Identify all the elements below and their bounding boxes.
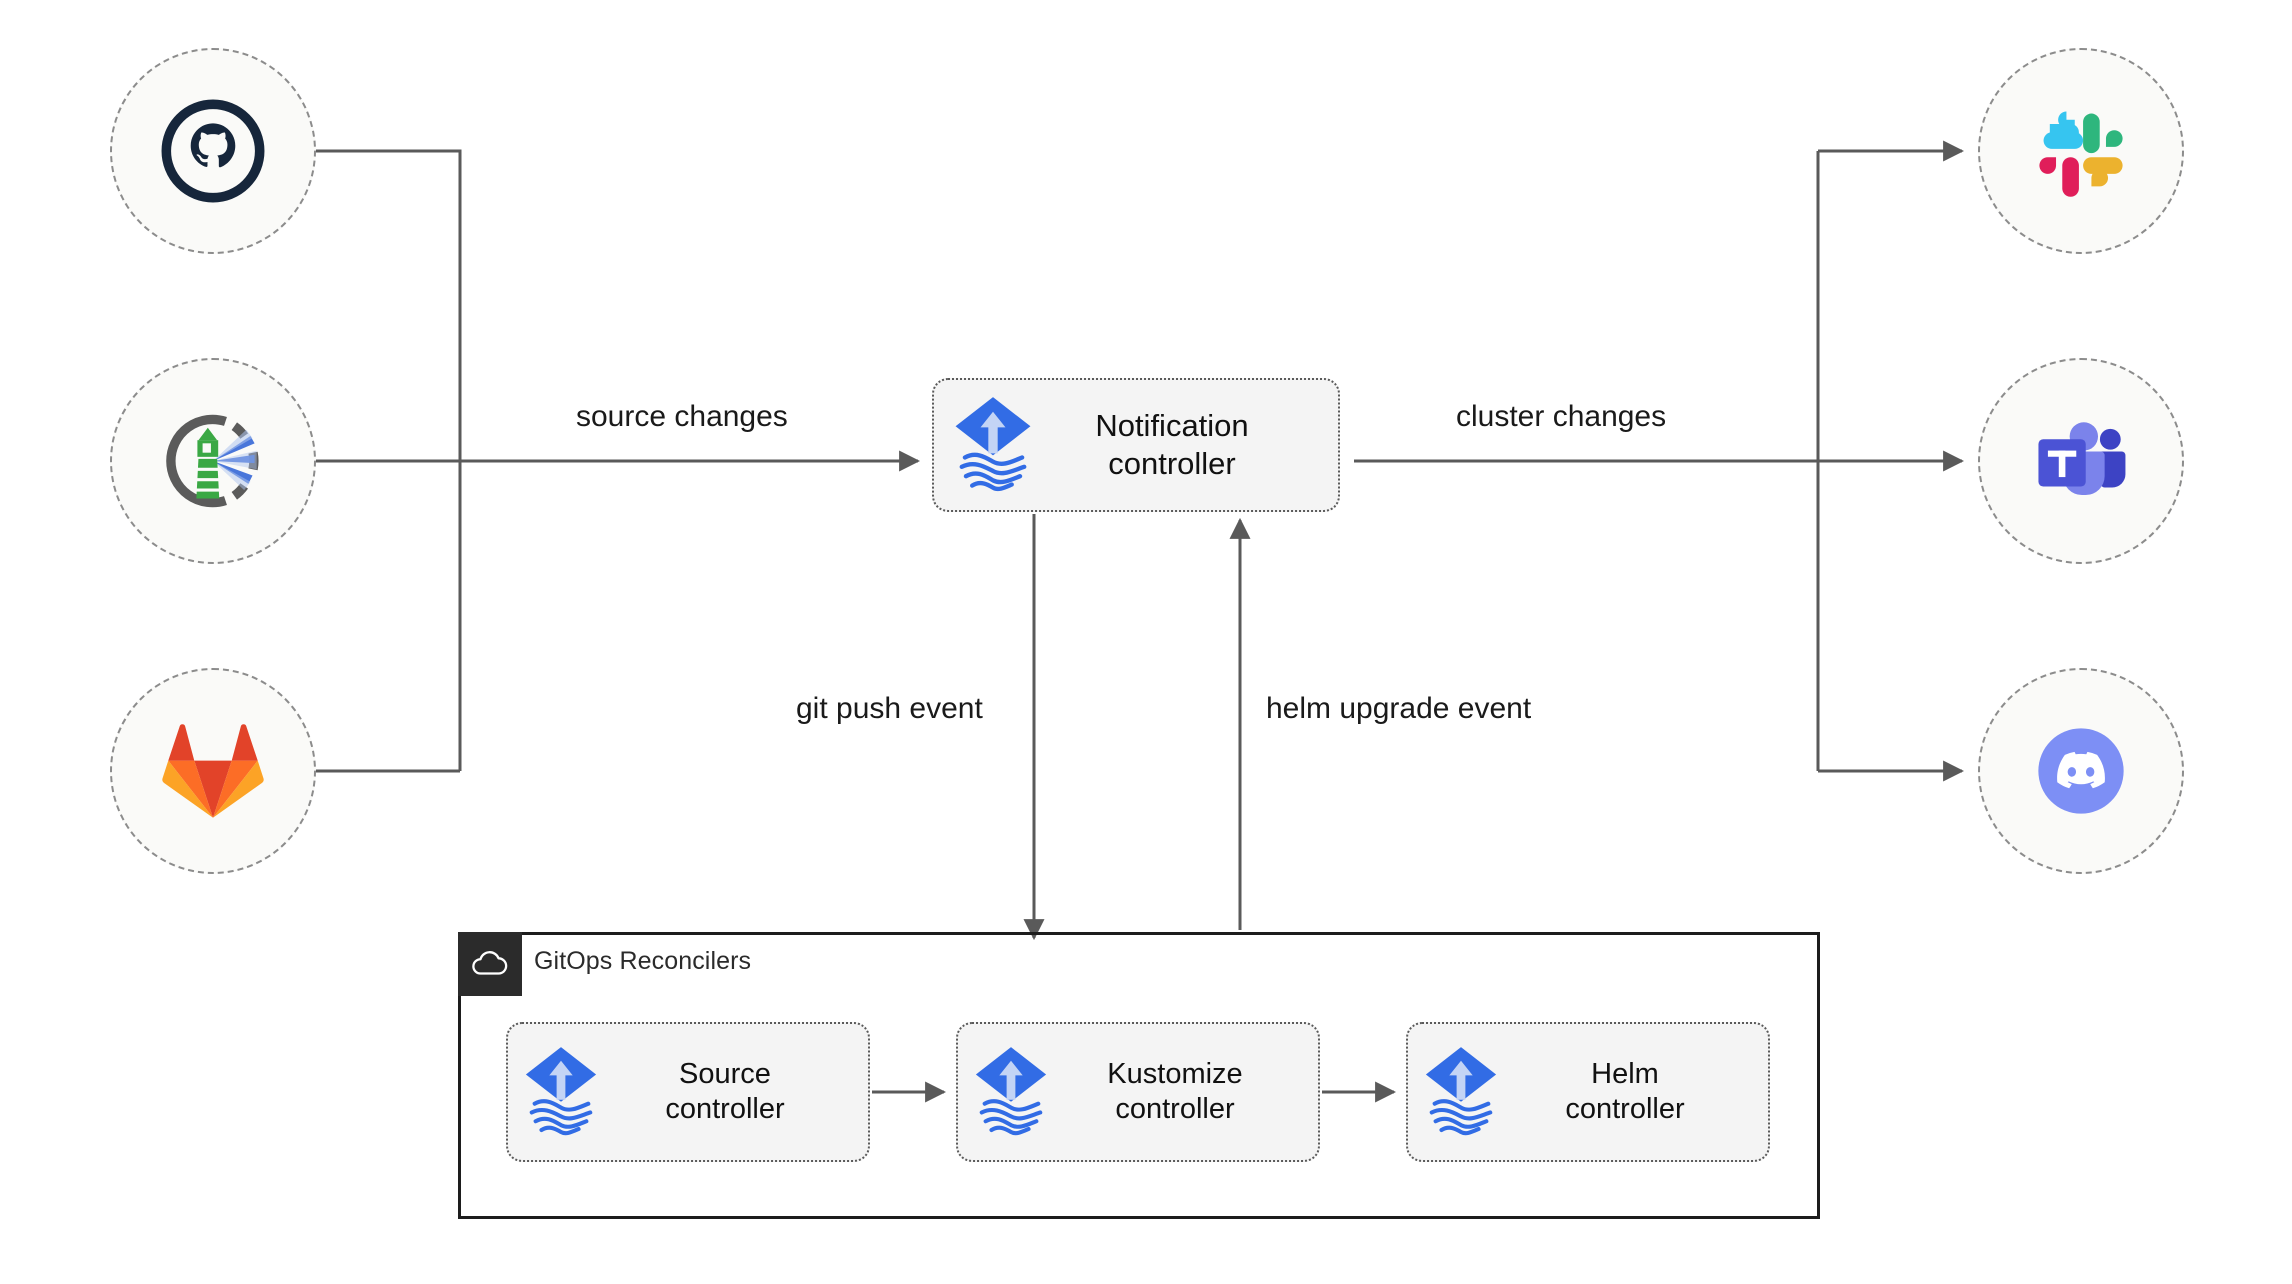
gitops-reconcilers-group [458,932,1820,1219]
destination-node-teams[interactable] [1978,358,2184,564]
source-node-helm[interactable] [110,358,316,564]
source-controller-card[interactable]: Source controller [506,1022,870,1162]
helm-controller-label: Helm controller [1565,1057,1685,1125]
edge-label-source-changes: source changes [576,400,788,433]
destination-node-slack[interactable] [1978,48,2184,254]
helm-icon [166,414,259,508]
edge-label-helm-upgrade-event: helm upgrade event [1266,692,1532,725]
edge-label-cluster-changes: cluster changes [1456,400,1667,433]
source-node-gitlab[interactable] [110,668,316,874]
flux-icon [975,1047,1047,1136]
gitlab-icon [162,724,264,818]
gitops-group-title: GitOps Reconcilers [534,947,752,975]
gitops-group-badge [458,932,522,996]
notification-controller-label: Notification controller [1095,408,1249,481]
kustomize-controller-card[interactable]: Kustomize controller [956,1022,1320,1162]
wire-source-bus [316,149,462,771]
discord-icon [2038,728,2124,814]
edge-label-git-push-event: git push event [796,692,983,725]
notification-controller-card[interactable]: Notification controller [932,378,1340,512]
kustomize-controller-label: Kustomize controller [1107,1057,1243,1125]
flux-icon [955,397,1031,492]
slack-icon [2039,111,2123,197]
helm-controller-card[interactable]: Helm controller [1406,1022,1770,1162]
source-node-github[interactable] [110,48,316,254]
microsoft-teams-icon [2038,422,2126,496]
destination-node-discord[interactable] [1978,668,2184,874]
flux-icon [1425,1047,1497,1136]
source-controller-label: Source controller [665,1057,785,1125]
cloud-icon [472,951,508,975]
flux-icon [525,1047,597,1136]
github-icon [161,99,265,203]
